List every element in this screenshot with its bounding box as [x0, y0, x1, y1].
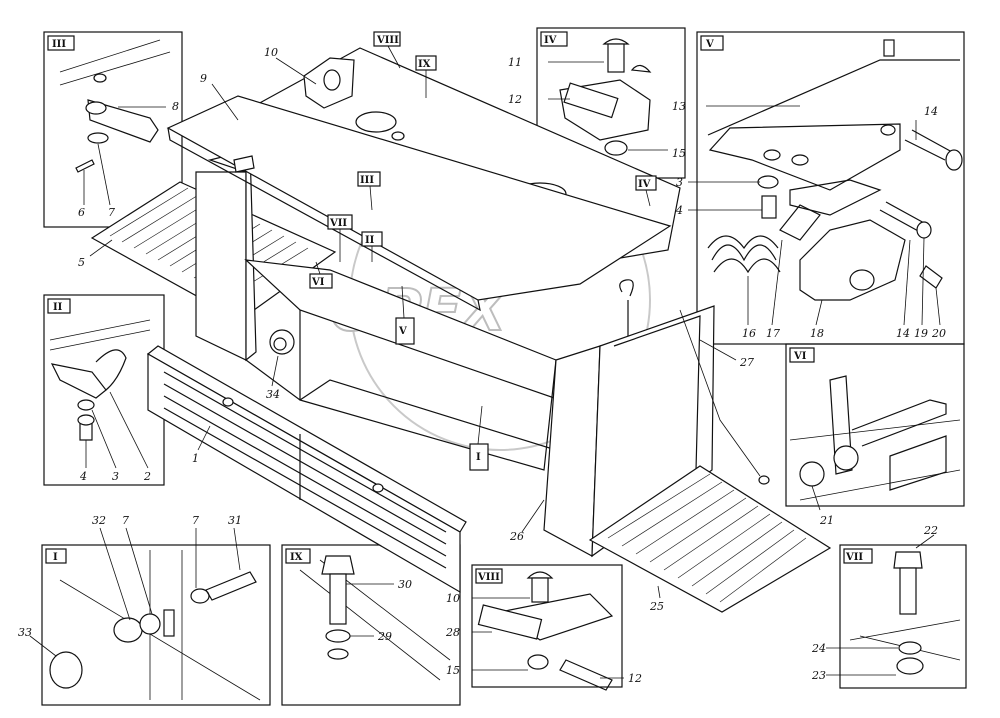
inset-ix-label: IX — [290, 552, 303, 563]
right-step-grate — [607, 473, 807, 603]
inset-iii: III 8 6 7 — [43, 31, 183, 228]
inset-iv-callout-15: 15 — [672, 147, 686, 160]
inset-iv: IV 11 12 15 — [508, 27, 686, 179]
inset-vi: VI 21 — [785, 343, 965, 527]
main-callout-10: 10 — [264, 46, 278, 59]
inset-vii-label: VII — [845, 552, 863, 563]
inset-v: V 13 14 3 4 16 17 18 14 19 — [672, 31, 965, 345]
marker-ii: II — [365, 235, 375, 246]
inset-vii: VII 22 24 23 — [811, 524, 967, 689]
inset-ii-label: II — [53, 302, 63, 313]
inset-v-callout-17: 17 — [766, 327, 780, 340]
inset-v-callout-18: 18 — [810, 327, 824, 340]
inset-ii-callout-3: 3 — [112, 470, 119, 483]
inset-v-callout-13: 13 — [672, 100, 686, 113]
marker-ix: IX — [418, 59, 431, 70]
inset-i-callout-7-left: 7 — [122, 514, 129, 527]
inset-viii-label: VIII — [477, 572, 500, 583]
inset-iii-callout-7: 7 — [108, 206, 115, 219]
inset-vii-callout-22: 22 — [923, 524, 938, 537]
inset-iii-label: III — [52, 39, 66, 50]
inset-i-label: I — [53, 552, 58, 563]
inset-v-callout-20: 20 — [931, 327, 946, 340]
main-assembly: 9 10 5 1 34 26 25 27 VIII IX III IV VII … — [78, 31, 832, 613]
main-callout-25: 25 — [649, 600, 664, 613]
inset-ix-callout-29: 29 — [377, 630, 392, 643]
inset-v-callout-16: 16 — [742, 327, 756, 340]
inset-v-callout-14-top: 14 — [924, 105, 938, 118]
inset-i-callout-31: 31 — [228, 514, 242, 527]
inset-ix-callout-30: 30 — [398, 578, 412, 591]
inset-vii-callout-23: 23 — [811, 669, 826, 682]
inset-vi-callout-21: 21 — [819, 514, 834, 527]
inset-iv-callout-12: 12 — [508, 93, 522, 106]
inset-iv-callout-11: 11 — [508, 56, 522, 69]
marker-vi: VI — [311, 277, 325, 288]
marker-i: I — [476, 452, 481, 463]
main-callout-1: 1 — [192, 452, 199, 465]
inset-i-callout-33: 33 — [18, 626, 32, 639]
inset-v-label: V — [705, 39, 714, 50]
inset-ix: IX 30 29 — [281, 544, 461, 706]
inset-ii-callout-2: 2 — [143, 470, 151, 483]
inset-iii-callout-6: 6 — [78, 206, 85, 219]
marker-v: V — [398, 326, 407, 337]
inset-i: I 32 7 7 31 33 — [18, 514, 271, 706]
inset-v-callout-19: 19 — [914, 327, 928, 340]
inset-ii: II 4 3 2 — [43, 294, 165, 486]
main-callout-5: 5 — [78, 256, 85, 269]
inset-vi-label: VI — [793, 351, 807, 362]
inset-viii-callout-10: 10 — [446, 592, 460, 605]
inset-i-callout-32: 32 — [92, 514, 106, 527]
inset-viii: VIII 10 28 15 12 — [445, 564, 642, 691]
inset-iii-callout-8: 8 — [172, 100, 179, 113]
inset-iv-label: IV — [544, 35, 557, 46]
main-callout-26: 26 — [509, 530, 524, 543]
inset-ii-callout-4: 4 — [79, 470, 87, 483]
inset-v-callout-3: 3 — [676, 176, 683, 189]
main-callout-34: 34 — [266, 388, 280, 401]
main-callout-27: 27 — [739, 356, 754, 369]
inset-vii-callout-24: 24 — [811, 642, 826, 655]
inset-viii-callout-15: 15 — [446, 664, 460, 677]
inset-v-callout-14-bottom: 14 — [896, 327, 910, 340]
marker-vii: VII — [329, 218, 347, 229]
inset-viii-callout-12: 12 — [628, 672, 642, 685]
main-callout-9: 9 — [200, 72, 207, 85]
inset-i-callout-7-right: 7 — [192, 514, 199, 527]
inset-v-callout-4: 4 — [675, 204, 683, 217]
inset-viii-callout-28: 28 — [445, 626, 460, 639]
marker-iv: IV — [638, 179, 651, 190]
marker-viii: VIII — [376, 35, 399, 46]
marker-iii: III — [360, 175, 374, 186]
